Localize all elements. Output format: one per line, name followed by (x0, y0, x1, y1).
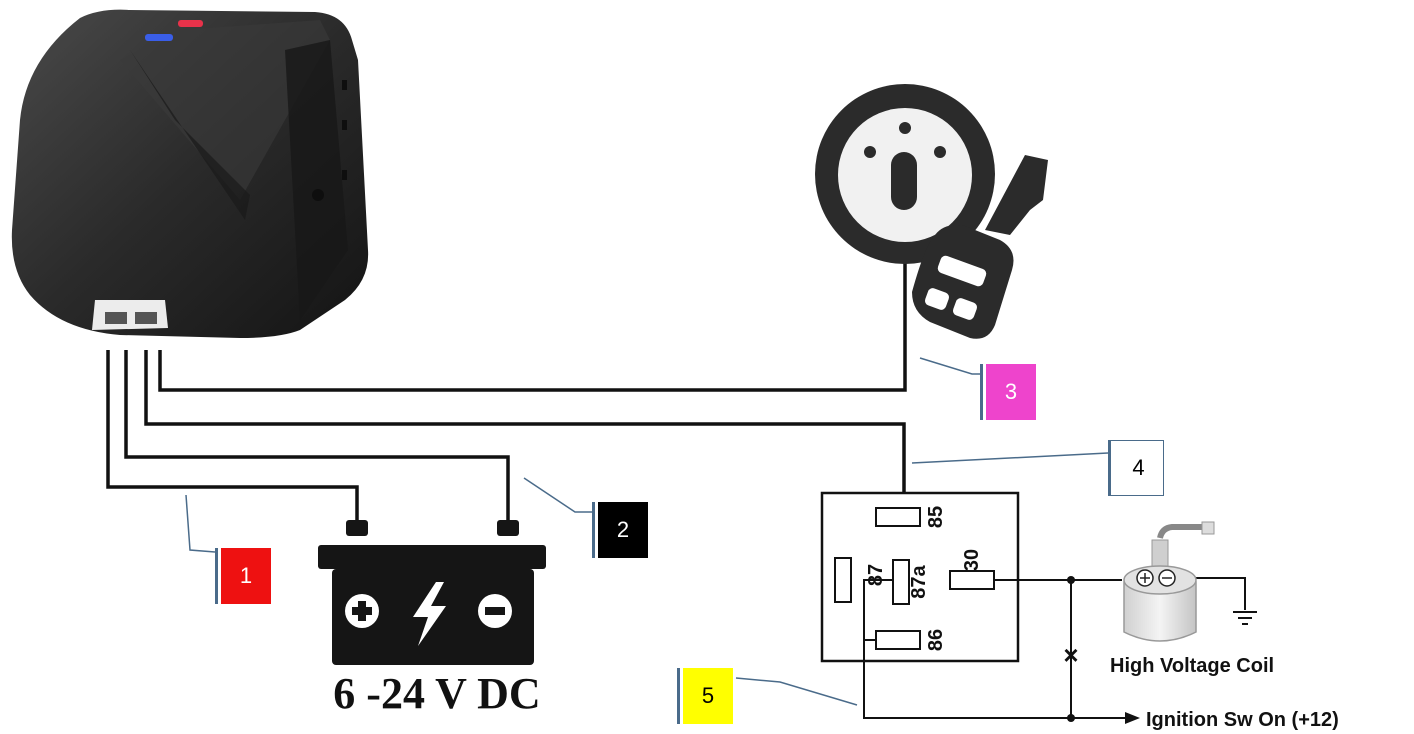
callout-4: 4 (1108, 440, 1164, 496)
leader-5 (735, 677, 858, 706)
callout-leaders (185, 357, 1109, 706)
leader-2 (523, 477, 592, 513)
wire-1-battery-positive (106, 350, 359, 522)
relay-pin-87: 87 (865, 564, 887, 586)
callout-4-label: 4 (1114, 441, 1163, 495)
cut-marker: × (1063, 640, 1078, 670)
ground-icon (1233, 611, 1257, 625)
callout-3-label: 3 (986, 364, 1036, 420)
callout-5: 5 (677, 668, 733, 724)
wire-87-to-ignition (863, 579, 1125, 719)
callout-5-label: 5 (683, 668, 733, 724)
junction-dot-top (1067, 576, 1075, 584)
ignition-label: Ignition Sw On (+12) (1146, 709, 1339, 731)
arrow-right-icon (1125, 712, 1140, 724)
leader-3 (919, 357, 980, 375)
led-red-icon (178, 20, 203, 27)
wires (106, 252, 907, 522)
junction-dot-bottom (1067, 714, 1075, 722)
callout-2-label: 2 (598, 502, 648, 558)
coil-label: High Voltage Coil (1110, 655, 1274, 677)
wire-3-ignition-switch (158, 252, 907, 392)
car-key-icon (912, 155, 1048, 339)
lightning-bolt-icon (413, 582, 446, 646)
led-blue-icon (145, 34, 173, 41)
callout-1-label: 1 (221, 548, 271, 604)
battery: 6 -24 V DC (318, 520, 546, 718)
relay-pin-30: 30 (961, 549, 983, 571)
callout-2: 2 (592, 502, 648, 558)
wire-coil-to-ground (1196, 577, 1246, 610)
leader-4 (911, 452, 1109, 464)
wire-2-battery-negative (124, 350, 510, 522)
callout-1: 1 (215, 548, 271, 604)
relay-pin-87a: 87a (908, 564, 930, 598)
relay-pin-85: 85 (925, 506, 947, 528)
gps-tracker-device (11, 9, 369, 339)
battery-voltage-label: 6 -24 V DC (333, 669, 540, 718)
callout-3: 3 (980, 364, 1036, 420)
ignition-key-switch (815, 84, 1048, 339)
relay: 85 87 87a 30 86 (820, 491, 1020, 663)
wire-4-relay-85 (144, 350, 906, 506)
high-voltage-coil: High Voltage Coil (1110, 521, 1274, 677)
relay-circuit (863, 577, 1257, 719)
leader-1 (185, 494, 216, 553)
relay-pin-86: 86 (925, 629, 947, 651)
